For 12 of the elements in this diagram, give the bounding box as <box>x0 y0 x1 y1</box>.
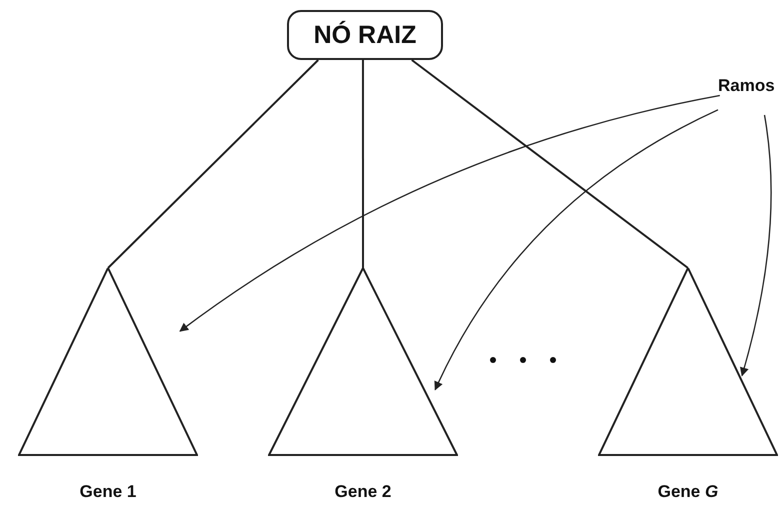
branch-line <box>107 59 319 269</box>
annotation-label: Ramos <box>718 76 775 95</box>
gene-label: Gene 1 <box>78 482 138 502</box>
curved-arrow <box>434 109 718 390</box>
gene-label: Gene 2 <box>334 482 392 502</box>
root-node-box <box>287 10 443 60</box>
branch-line <box>411 59 689 269</box>
branch-line <box>362 60 364 268</box>
curved-arrow <box>179 94 720 332</box>
gene-label: Gene G <box>656 482 720 502</box>
node-label: NÓ RAIZ <box>314 20 416 50</box>
curved-arrow <box>740 114 772 376</box>
